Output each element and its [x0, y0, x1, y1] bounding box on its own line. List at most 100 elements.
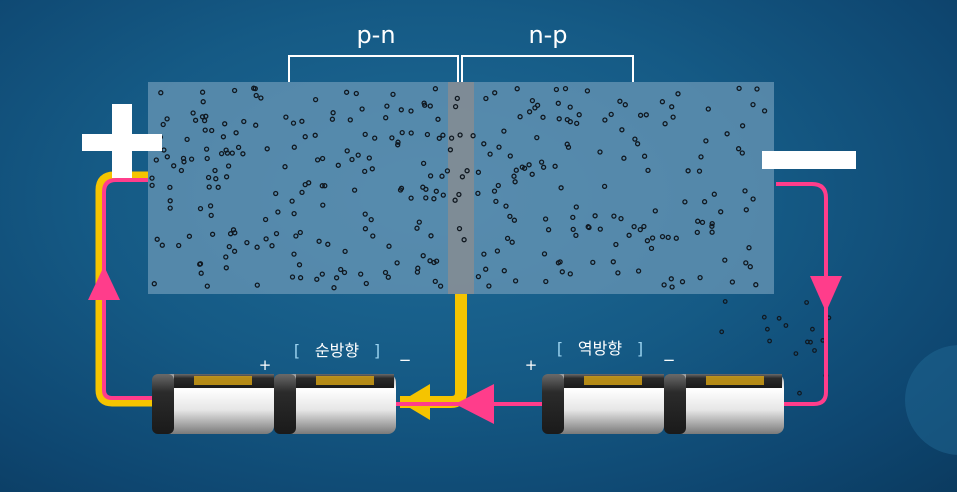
carrier-dot — [319, 155, 326, 162]
carrier-dot — [570, 226, 576, 233]
carrier-dot — [517, 114, 523, 120]
carrier-dot — [685, 168, 691, 174]
carrier-dot — [184, 136, 190, 143]
carrier-dot — [722, 257, 728, 263]
carrier-dot — [475, 190, 481, 197]
carrier-dot — [493, 198, 499, 205]
carrier-dot — [719, 329, 725, 335]
forward-minus-label: − — [399, 351, 412, 369]
carrier-dot — [358, 271, 364, 277]
carrier-dot — [615, 270, 621, 276]
carrier-dot — [330, 110, 336, 116]
carrier-dot — [481, 141, 487, 147]
carrier-dot — [534, 134, 540, 141]
carrier-dot — [682, 199, 688, 205]
carrier-dot — [188, 156, 195, 162]
carrier-dot — [635, 268, 642, 274]
carrier-dot — [319, 271, 325, 277]
pn-label: p-n — [356, 21, 395, 49]
carrier-dot — [316, 238, 322, 244]
carrier-dot — [275, 209, 281, 215]
carrier-dot — [662, 121, 668, 127]
carrier-dot — [209, 127, 215, 134]
carrier-dot — [159, 242, 165, 248]
carrier-dot — [394, 260, 400, 266]
carrier-dot — [661, 282, 667, 288]
carrier-dot — [299, 189, 305, 196]
carrier-dot — [432, 86, 439, 92]
carrier-dot — [703, 138, 709, 144]
reverse-current-path — [88, 178, 842, 424]
carrier-dot — [665, 234, 671, 241]
carrier-dot — [456, 225, 463, 232]
carrier-dot — [742, 188, 748, 194]
carrier-dot — [200, 99, 206, 105]
carrier-dot — [433, 258, 440, 264]
background-circle — [905, 345, 957, 455]
carrier-dot — [344, 148, 350, 154]
carrier-dot — [207, 203, 214, 209]
carrier-dot — [167, 184, 173, 191]
carrier-dot — [432, 278, 438, 285]
carrier-dot — [659, 233, 666, 240]
carrier-dot — [351, 187, 358, 193]
carrier-dot — [601, 183, 608, 190]
carrier-dot — [659, 99, 666, 105]
carrier-dot — [296, 262, 303, 268]
carrier-dot — [233, 130, 239, 136]
carrier-dot — [312, 132, 318, 138]
carrier-dot — [761, 108, 768, 114]
reverse-bracket-close: ] — [637, 339, 643, 358]
carrier-dot — [724, 131, 730, 137]
np-bracket — [461, 55, 634, 82]
carrier-dot — [420, 184, 426, 190]
carrier-dot — [573, 232, 579, 239]
carrier-dot — [641, 153, 648, 159]
carrier-dot — [282, 164, 288, 170]
carrier-dot — [495, 182, 501, 189]
carrier-dot — [765, 326, 770, 332]
carrier-dot — [291, 251, 297, 257]
carrier-dot — [408, 108, 414, 114]
carrier-dot — [621, 155, 627, 161]
carrier-dot — [362, 211, 368, 217]
carrier-dot — [610, 259, 616, 265]
carrier-dot — [562, 85, 569, 92]
carrier-dot — [241, 118, 247, 125]
carrier-dot — [776, 315, 782, 321]
carrier-dot — [637, 112, 644, 118]
carrier-dot — [634, 141, 641, 147]
carrier-dot — [302, 134, 308, 140]
carrier-dot — [494, 248, 501, 254]
carrier-dot — [491, 188, 498, 194]
carrier-dot — [461, 237, 467, 243]
carrier-dot — [414, 269, 421, 275]
carrier-dot — [475, 169, 482, 175]
reverse-bracket-open: [ — [557, 339, 563, 358]
carrier-dot — [427, 258, 433, 264]
carrier-dot — [501, 268, 507, 274]
carrier-dot — [424, 131, 431, 138]
carrier-dot — [291, 210, 297, 217]
carrier-dot — [235, 144, 242, 151]
carrier-dot — [559, 269, 565, 275]
carrier-dot — [213, 176, 219, 182]
reverse-plus-label: + — [525, 356, 538, 374]
carrier-dot — [389, 135, 395, 141]
carrier-dot — [529, 97, 536, 104]
carrier-dot — [269, 243, 275, 249]
carrier-dot — [164, 116, 170, 122]
carrier-dot — [519, 164, 525, 170]
left-arrowhead-icon — [455, 384, 494, 424]
carrier-dot — [739, 150, 745, 156]
forward-bracket-close: ] — [374, 341, 380, 360]
carrier-dot — [626, 232, 632, 238]
carrier-dot — [540, 114, 546, 120]
carrier-dot — [511, 217, 518, 223]
carrier-dot — [149, 182, 155, 189]
carrier-dot — [597, 226, 603, 232]
carrier-dot — [643, 112, 649, 118]
carrier-dot — [555, 100, 561, 106]
carrier-dot — [483, 95, 489, 102]
